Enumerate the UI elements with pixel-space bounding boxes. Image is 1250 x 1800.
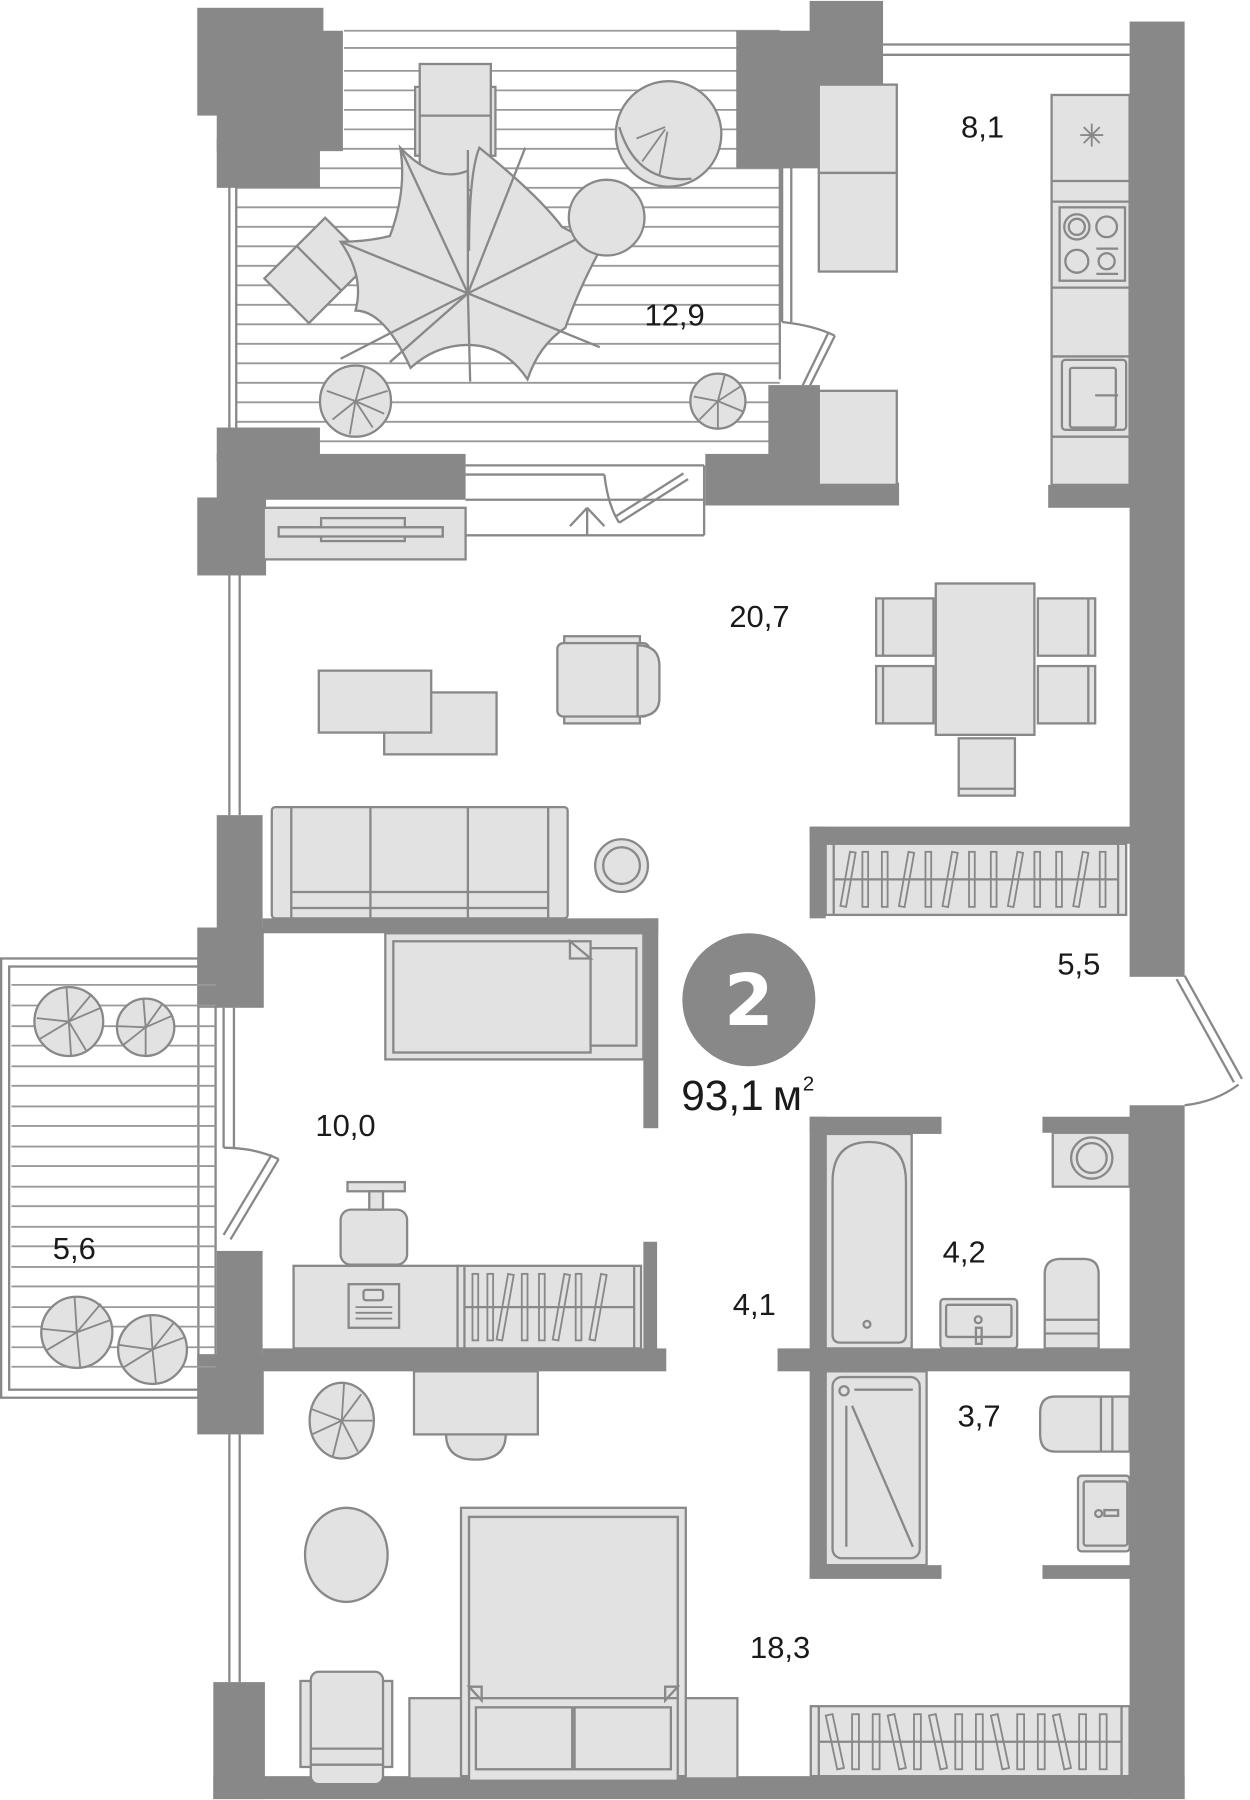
plant-icon (115, 997, 176, 1058)
room-area-bathroom: 4,2 (943, 1234, 986, 1269)
room-area-balcony: 5,6 (53, 1231, 96, 1266)
stove-icon (1058, 206, 1127, 282)
plant-icon (689, 372, 747, 430)
plant-icon (33, 986, 105, 1058)
dining-table-icon (934, 582, 1036, 737)
shower-icon (824, 1370, 928, 1567)
rooms-count-badge: 2 (682, 933, 816, 1067)
room-area-bedroom-master: 18,3 (750, 1630, 810, 1665)
desk-icon (412, 1370, 539, 1461)
round-table-icon (303, 1506, 389, 1603)
bed-single-icon (384, 932, 645, 1061)
plant-icon (308, 1381, 375, 1460)
interior-door (465, 464, 706, 537)
walls (197, 0, 1185, 1800)
total-area: 93,1 м 2 (681, 1072, 814, 1119)
floor-lamp-icon (594, 838, 650, 894)
rooms-count: 2 (724, 959, 773, 1042)
desk-chair-icon (339, 1180, 409, 1266)
armchair-icon (299, 1670, 394, 1786)
washing-machine-icon (1051, 1131, 1131, 1188)
garden-chair-icon (614, 80, 723, 188)
toilet-icon (1038, 1395, 1131, 1453)
badge-circle (682, 933, 816, 1067)
double-bed-icon (408, 1506, 739, 1782)
room-area-bedroom-small: 10,0 (315, 1108, 375, 1143)
plant-icon (116, 1313, 189, 1386)
desk-icon (292, 1264, 459, 1350)
entrance-door (1175, 975, 1243, 1107)
sofa-icon (270, 805, 569, 920)
armchair-icon (556, 635, 661, 725)
toilet-icon (1043, 1257, 1100, 1350)
kitchen-cabinet (817, 83, 898, 487)
total-area-value: 93,1 (681, 1072, 764, 1119)
tv-stand-icon (262, 506, 467, 561)
washbasin-icon (939, 1297, 1019, 1350)
side-table-icon (567, 178, 646, 257)
balcony-door (222, 1146, 280, 1241)
bathtub-icon (824, 1132, 913, 1350)
bookshelf-icon (456, 1264, 643, 1350)
plant-icon (318, 364, 393, 438)
room-area-corridor: 4,1 (733, 1287, 776, 1322)
fridge-icon (1080, 123, 1104, 147)
total-area-exponent: 2 (803, 1072, 814, 1095)
terrace-door (780, 161, 836, 424)
washbasin-icon (1076, 1474, 1131, 1553)
wardrobe-icon (824, 842, 1128, 917)
total-area-unit: м (773, 1072, 802, 1119)
room-area-shower-room: 3,7 (958, 1398, 1001, 1433)
dining-chair-icon (875, 597, 1097, 797)
room-area-terrace: 12,9 (644, 297, 704, 332)
kitchen-sink-icon (1060, 358, 1128, 431)
room-area-living-room: 20,7 (729, 599, 789, 634)
room-area-kitchen: 8,1 (961, 109, 1004, 144)
plant-icon (40, 1295, 114, 1370)
room-area-hallway: 5,5 (1057, 947, 1100, 982)
wardrobe-icon (809, 1705, 1131, 1778)
coffee-table-icon (317, 669, 498, 756)
sun-lounger-icon (413, 62, 497, 192)
